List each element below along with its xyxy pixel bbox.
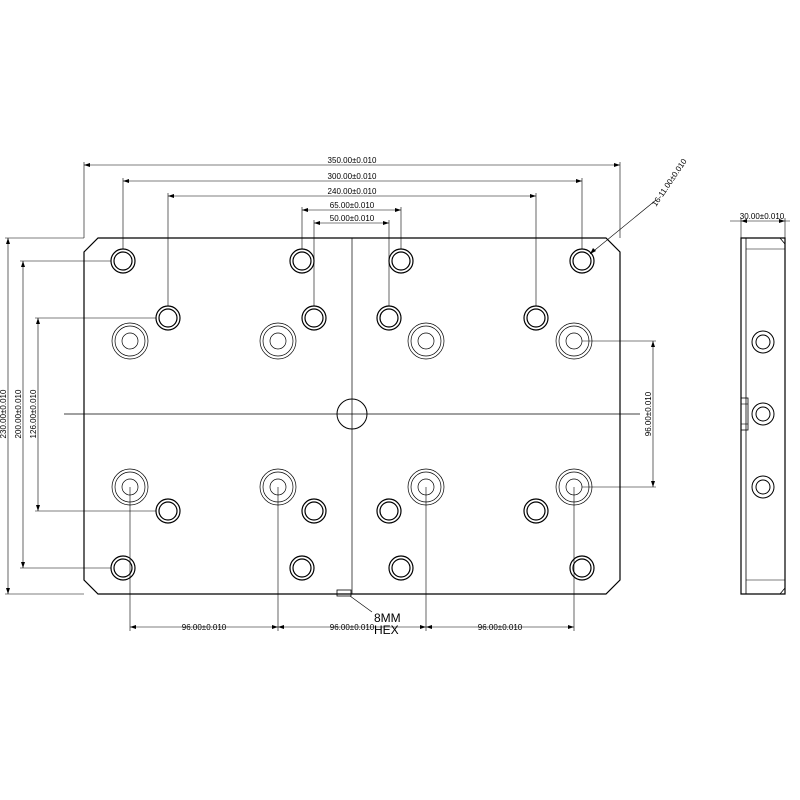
mounting-hole (376, 305, 402, 331)
dim-vertical-96: 96.00±0.010 (644, 391, 653, 436)
plate-outline (83, 237, 621, 595)
dim-bottom-96-left: 96.00±0.010 (182, 623, 227, 632)
dim-hole-spec: 16-11.00±0.010 (650, 157, 689, 208)
side-view (740, 237, 786, 595)
side-view-hole (751, 330, 775, 354)
mounting-hole (376, 498, 402, 524)
mounting-hole (289, 248, 315, 274)
dim-height-200: 200.00±0.010 (14, 389, 23, 438)
dim-height-126: 126.00±0.010 (29, 389, 38, 438)
mounting-hole (289, 555, 315, 581)
dim-bottom-96-mid: 96.00±0.010 (330, 623, 375, 632)
dim-overall-width: 350.00±0.010 (328, 156, 377, 165)
center-hole (336, 398, 368, 430)
hex-key-slot (336, 589, 352, 597)
mounting-hole (569, 555, 595, 581)
side-view-tab (740, 397, 749, 431)
dim-overall-height: 230.00±0.010 (0, 389, 8, 438)
dim-width-300: 300.00±0.010 (328, 172, 377, 181)
side-view-hole (751, 402, 775, 426)
mounting-hole (155, 305, 181, 331)
dim-width-65: 65.00±0.010 (330, 201, 375, 210)
mounting-hole (301, 305, 327, 331)
counterbore-hole (111, 322, 149, 360)
hex-note-line2: HEX (374, 623, 399, 637)
mounting-hole (523, 498, 549, 524)
hex-note-line1: 8MM (374, 611, 401, 625)
dim-bottom-96-right: 96.00±0.010 (478, 623, 523, 632)
mounting-hole (388, 555, 414, 581)
counterbore-hole (407, 322, 445, 360)
mounting-hole (301, 498, 327, 524)
dim-width-240: 240.00±0.010 (328, 187, 377, 196)
mounting-hole (388, 248, 414, 274)
dim-thickness: 30.00±0.010 (740, 212, 785, 221)
counterbore-hole (259, 322, 297, 360)
mounting-holes (110, 248, 595, 581)
side-view-hole (751, 475, 775, 499)
side-view-outline (740, 237, 786, 595)
dim-width-50: 50.00±0.010 (330, 214, 375, 223)
